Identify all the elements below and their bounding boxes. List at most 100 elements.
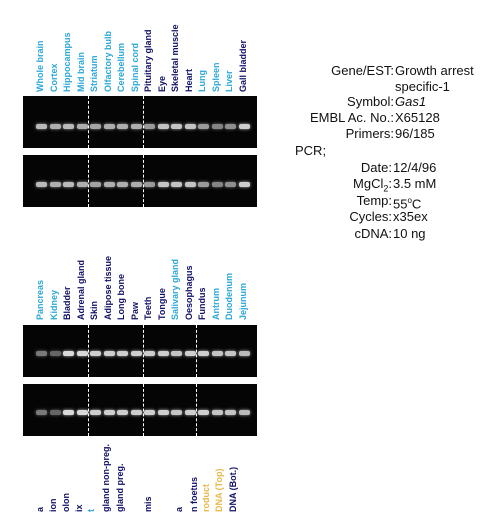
lane-label: Liver xyxy=(224,70,234,92)
pcr-band xyxy=(63,124,74,129)
lane-label: Tongue xyxy=(156,288,167,320)
lane-label: Salivary gland xyxy=(170,258,180,320)
embl-value: X65128 xyxy=(395,110,440,125)
pcr-band xyxy=(144,124,155,129)
pcr-band xyxy=(198,410,209,415)
pcr-band xyxy=(130,182,142,187)
lane-label: Striatum xyxy=(89,55,99,92)
pcr-band xyxy=(238,182,250,187)
lane-label: n foetus xyxy=(189,477,199,512)
embl-label: EMBL Ac. No.: xyxy=(309,110,394,125)
lane-label: Oesophagus xyxy=(183,265,194,320)
gel-image xyxy=(23,155,257,207)
pcr-band xyxy=(225,182,236,187)
pcr-band xyxy=(49,410,61,415)
pcr-band xyxy=(144,410,155,415)
lane-label: gland preg. xyxy=(115,463,125,512)
date-label: Date: xyxy=(360,160,392,175)
pcr-label: PCR; xyxy=(295,143,327,158)
pcr-band xyxy=(130,351,142,356)
mgcl-value: 3.5 mM xyxy=(393,176,437,191)
gene-value-1: Growth arrest xyxy=(395,63,474,78)
lane-divider xyxy=(196,384,197,436)
pcr-band xyxy=(238,351,250,356)
pcr-band xyxy=(238,124,250,129)
pcr-band xyxy=(76,124,88,129)
lane-label: Antrum xyxy=(210,288,221,320)
pcr-band xyxy=(184,124,196,129)
lane-label: Duodenum xyxy=(224,273,234,320)
lane-label: Spinal cord xyxy=(129,42,140,92)
lane-label: Skin xyxy=(89,300,99,320)
pcr-band xyxy=(238,410,250,415)
symbol-value: Gas1 xyxy=(395,94,427,109)
pcr-band xyxy=(117,410,128,415)
lane-label: Heart xyxy=(183,68,194,92)
lane-label: Cortex xyxy=(48,63,59,92)
lane-label: Teeth xyxy=(143,296,153,320)
pcr-band xyxy=(90,410,101,415)
pcr-band xyxy=(157,182,169,187)
pcr-band xyxy=(144,182,155,187)
pcr-band xyxy=(36,124,47,129)
lane-label: Spleen xyxy=(210,62,221,92)
lane-label: Skeletal muscle xyxy=(170,24,180,92)
lane-label: Pancreas xyxy=(35,279,45,320)
lane-label: a xyxy=(174,506,184,512)
lane-label: Pituitary gland xyxy=(143,29,153,92)
pcr-band xyxy=(76,410,88,415)
lane-label: olon xyxy=(61,493,71,512)
pcr-band xyxy=(117,124,128,129)
pcr-band xyxy=(225,410,236,415)
pcr-band xyxy=(76,351,88,356)
pcr-band xyxy=(130,410,142,415)
lane-label: Eye xyxy=(156,75,167,92)
lane-label: DNA (Top) xyxy=(214,468,224,512)
pcr-band xyxy=(63,351,74,356)
pcr-band xyxy=(211,410,223,415)
pcr-band xyxy=(157,410,169,415)
pcr-band xyxy=(171,410,182,415)
pcr-band xyxy=(157,351,169,356)
lane-divider xyxy=(88,96,89,148)
lane-label: ion xyxy=(48,498,58,512)
lane-label: gland non-preg. xyxy=(101,444,111,512)
lane-divider xyxy=(88,325,89,377)
lane-divider xyxy=(88,384,89,436)
pcr-band xyxy=(90,351,101,356)
lane-label: Adrenal gland xyxy=(75,259,86,320)
pcr-band xyxy=(117,351,128,356)
primers-value: 96/185 xyxy=(395,126,435,141)
pcr-band xyxy=(184,351,196,356)
lane-divider xyxy=(143,384,144,436)
lane-divider xyxy=(143,96,144,148)
pcr-band xyxy=(76,182,88,187)
pcr-band xyxy=(36,351,47,356)
pcr-band xyxy=(130,124,142,129)
gel-image xyxy=(23,384,257,436)
pcr-band xyxy=(184,182,196,187)
mgcl-label: MgCl2: xyxy=(353,176,392,194)
lane-label: Bladder xyxy=(62,286,72,320)
lane-label: Lung xyxy=(197,70,207,92)
pcr-band xyxy=(211,124,223,129)
pcr-band xyxy=(103,351,115,356)
lane-divider xyxy=(196,325,197,377)
lane-divider xyxy=(88,155,89,207)
cdna-value: 10 ng xyxy=(393,226,426,241)
lane-label: Whole brain xyxy=(35,40,45,93)
pcr-band xyxy=(157,124,169,129)
pcr-band xyxy=(63,410,74,415)
pcr-band xyxy=(103,410,115,415)
pcr-band xyxy=(198,351,209,356)
lane-label: ix xyxy=(74,504,84,512)
lane-divider xyxy=(143,155,144,207)
lane-label: Mid brain xyxy=(75,52,86,92)
pcr-band xyxy=(198,182,209,187)
pcr-band xyxy=(144,351,155,356)
pcr-band xyxy=(184,410,196,415)
lane-label: Olfactory bulb xyxy=(102,30,113,92)
pcr-band xyxy=(49,124,61,129)
gene-label: Gene/EST: xyxy=(331,63,394,78)
lane-label: a xyxy=(35,506,45,512)
